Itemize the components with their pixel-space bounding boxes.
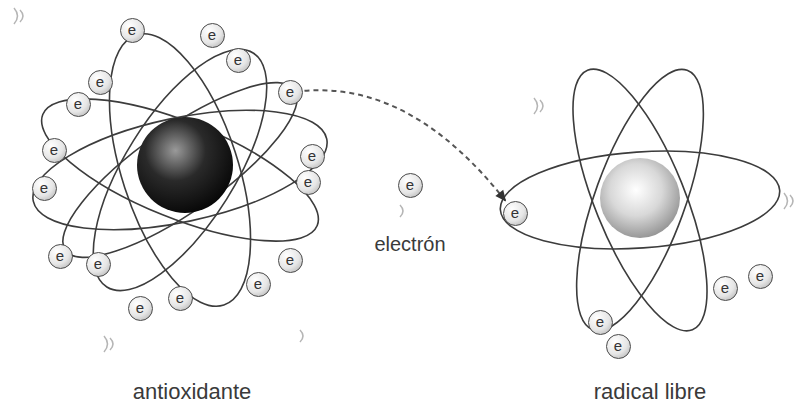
electron-symbol: e xyxy=(56,248,64,263)
electron-circle: e xyxy=(32,176,57,201)
electron-circle: e xyxy=(200,23,225,48)
electron-symbol: e xyxy=(254,276,262,291)
electron-circle: e xyxy=(296,170,321,195)
caption-label: electrón xyxy=(374,233,445,255)
electron-symbol: e xyxy=(208,27,216,42)
electron-circle: e xyxy=(226,48,251,73)
electron-circle: e xyxy=(168,286,193,311)
electron-symbol: e xyxy=(614,338,622,353)
electron-circle: e xyxy=(120,18,145,43)
electron-symbol: e xyxy=(756,268,764,283)
electron-circle: e xyxy=(278,248,303,273)
radical-orbits xyxy=(497,53,783,346)
electron-circle: e xyxy=(278,80,303,105)
electron-symbol: e xyxy=(721,280,729,295)
electron-symbol: e xyxy=(596,314,604,329)
electron-symbol: e xyxy=(136,300,144,315)
electron-symbol: e xyxy=(406,177,414,192)
arrow-head xyxy=(495,190,506,202)
electron-circle: e xyxy=(66,92,91,117)
electron-symbol: e xyxy=(286,252,294,267)
electron-circle: e xyxy=(398,173,423,198)
electron-symbol: e xyxy=(176,290,184,305)
electron-symbol: e xyxy=(50,142,58,157)
antioxidant-nucleus xyxy=(137,117,233,213)
electron-symbol: e xyxy=(74,96,82,111)
electron-symbol: e xyxy=(94,256,102,271)
electron-circle: e xyxy=(606,334,631,359)
electron-symbol: e xyxy=(234,52,242,67)
motion-marks xyxy=(14,8,793,352)
electron-circle: e xyxy=(48,244,73,269)
electron-circle: e xyxy=(588,310,613,335)
electron-circle: e xyxy=(128,296,153,321)
electron-symbol: e xyxy=(128,22,136,37)
electron-symbol: e xyxy=(286,84,294,99)
electron-symbol: e xyxy=(40,180,48,195)
electron-transfer-arrow xyxy=(304,90,506,201)
caption-label: radical libre xyxy=(594,380,707,404)
electron-symbol: e xyxy=(511,205,519,220)
caption-label: antioxidante xyxy=(133,380,252,404)
electron-circle: e xyxy=(42,138,67,163)
electron-circle: e xyxy=(503,201,528,226)
electron-circle: e xyxy=(713,276,738,301)
electron-circle: e xyxy=(88,70,113,95)
electron-circle: e xyxy=(748,264,773,289)
electron-symbol: e xyxy=(308,148,316,163)
electron-circle: e xyxy=(246,272,271,297)
radical-nucleus xyxy=(600,158,680,238)
antioxidant-orbits xyxy=(22,17,337,323)
electron-symbol: e xyxy=(304,174,312,189)
electron-circle: e xyxy=(300,144,325,169)
electron-circle: e xyxy=(86,252,111,277)
electron-symbol: e xyxy=(96,74,104,89)
